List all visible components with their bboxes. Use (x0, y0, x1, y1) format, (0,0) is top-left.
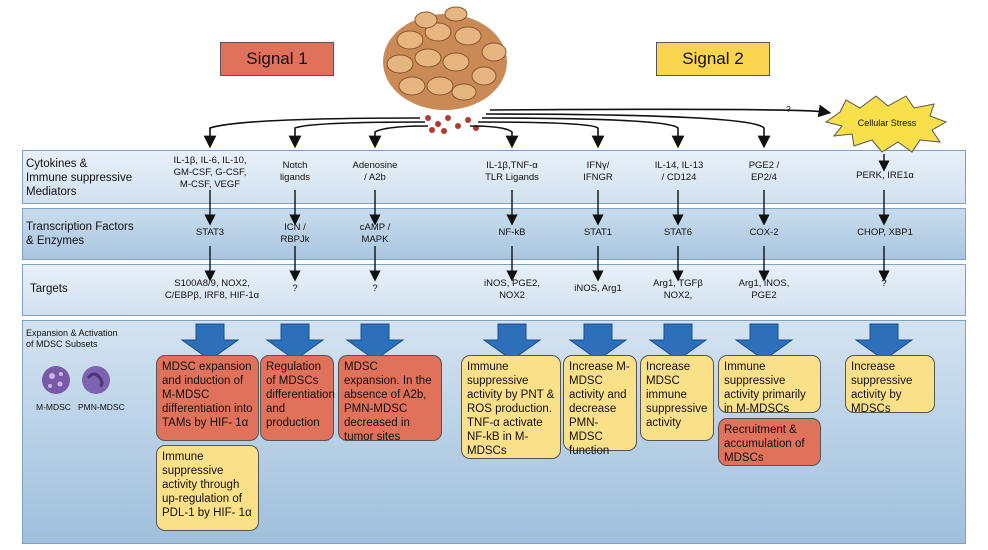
outcome-notch: Regulation of MDSCs differentiation and … (260, 355, 335, 441)
tf-camp: cAMP / MAPK (359, 222, 391, 245)
cellular-stress-label: Cellular Stress (857, 118, 917, 128)
row-label-targets: Targets (30, 283, 68, 295)
row-targets-band (22, 264, 966, 316)
outcome-cox2-immune: Immune suppressive activity primarily in… (718, 355, 821, 415)
target-nfkb: iNOS, PGE2, NOX2 (484, 278, 540, 301)
tf-stat6: STAT6 (663, 227, 693, 238)
mediator-perk: PERK, IRE1α (856, 170, 914, 181)
target-chop: ? (881, 278, 887, 289)
outcome-stat1: Increase M-MDSC activity and decrease PM… (563, 355, 637, 457)
m-mdsc-label: M-MDSC (36, 402, 71, 412)
row-cytokines-band (22, 150, 966, 204)
row-label-cytokines: Cytokines & Immune suppressive Mediators (26, 158, 133, 198)
signal-1-label: Signal 1 (220, 42, 334, 76)
outcome-cox2-recruitment: Recruitment & accumulation of MDSCs (718, 418, 821, 466)
outcome-chop: Increase suppressive activity by MDSCs (845, 355, 935, 415)
tf-icn: ICN / RBPJk (280, 222, 310, 245)
outcome-stat6: Increase MDSC immune suppressive activit… (640, 355, 714, 441)
pmn-mdsc-label: PMN-MDSC (78, 402, 125, 412)
target-stat1: iNOS, Arg1 (574, 283, 622, 294)
tf-cox2: COX-2 (749, 227, 779, 238)
mediator-pge2: PGE2 / EP2/4 (748, 160, 780, 183)
mediator-stat3: IL-1β, IL-6, IL-10, GM-CSF, G-CSF, M-CSF… (173, 155, 247, 190)
mediator-il13: IL-14, IL-13 / CD124 (654, 160, 704, 183)
tf-nfkb: NF-kB (498, 227, 526, 238)
outcome-stat3-expansion: MDSC expansion and induction of M-MDSC d… (156, 355, 259, 441)
signal-2-label: Signal 2 (656, 42, 770, 76)
tf-chop: CHOP, XBP1 (857, 227, 913, 238)
row-transcription-band (22, 208, 966, 260)
expansion-arrows (180, 323, 914, 361)
outcome-adenosine: MDSC expansion. In the absence of A2b, P… (338, 355, 442, 443)
mediator-adenosine: Adenosine / A2b (352, 160, 398, 183)
tf-stat3: STAT3 (195, 227, 225, 238)
outcome-stat3-pdl1: Immune suppressive activity through up-r… (156, 445, 259, 531)
stress-question-mark: ? (786, 104, 791, 114)
cellular-stress-burst-icon (824, 95, 948, 153)
mediator-nfkb: IL-1β,TNF-α TLR Ligands (485, 160, 539, 183)
target-stat6: Arg1, TGFβ NOX2, (653, 278, 703, 301)
target-stat3: S100A8/9, NOX2, C/EBPβ, IRF8, HIF-1α (164, 278, 260, 301)
row-label-transcription: Transcription Factors & Enzymes (26, 221, 134, 247)
mediator-notch: Notch ligands (279, 160, 311, 183)
tumor-cluster-icon (383, 6, 507, 134)
target-cox2: Arg1, iNOS, PGE2 (738, 278, 790, 301)
pmn-mdsc-cell-icon (82, 366, 110, 394)
target-adenosine: ? (372, 283, 378, 294)
tf-stat1: STAT1 (583, 227, 613, 238)
outcome-nfkb: Immune suppressive activity by PNT & ROS… (461, 355, 561, 459)
target-notch: ? (292, 283, 298, 294)
mediator-ifng: IFNγ/ IFNGR (583, 160, 613, 183)
m-mdsc-cell-icon (42, 366, 70, 394)
row-label-expansion: Expansion & Activation of MDSC Subsets (26, 328, 118, 349)
